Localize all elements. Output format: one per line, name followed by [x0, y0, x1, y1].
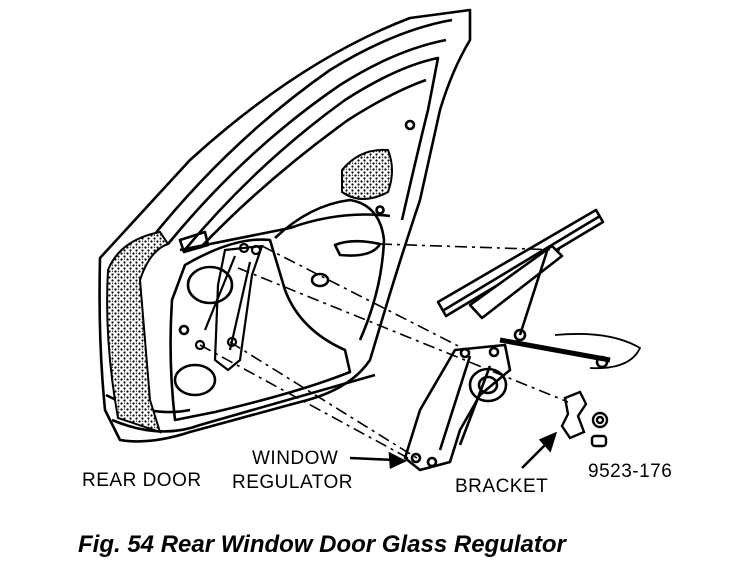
label-rear-door: REAR DOOR — [82, 470, 202, 491]
label-part-number: 9523-176 — [588, 461, 673, 482]
label-window-regulator-line2: REGULATOR — [232, 472, 353, 493]
exploded-view-lines — [199, 243, 569, 461]
door-speaker-pad — [341, 148, 393, 200]
rear-door — [98, 8, 472, 443]
window-regulator — [403, 208, 611, 472]
regulator-in-door — [194, 242, 264, 372]
bracket — [560, 390, 609, 448]
label-bracket: BRACKET — [455, 476, 549, 497]
door-edge-seal — [106, 230, 170, 434]
figure-caption: Fig. 54 Rear Window Door Glass Regulator — [78, 531, 566, 558]
glass-guide — [554, 333, 642, 370]
label-window-regulator-line1: WINDOW — [252, 448, 339, 469]
leader-arrows — [349, 431, 558, 469]
